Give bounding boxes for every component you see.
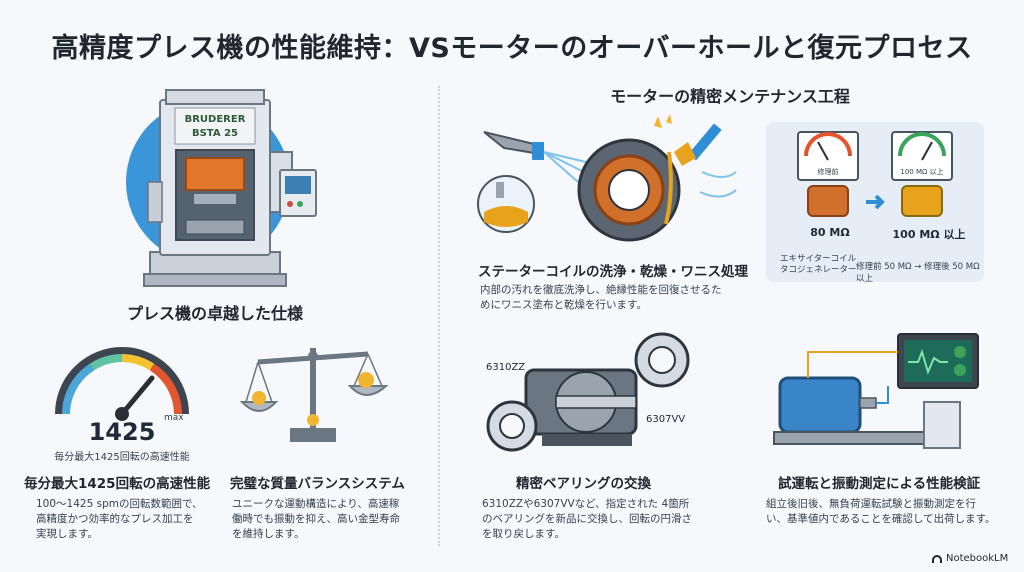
balance-scale-illustration: [239, 348, 388, 442]
speed-heading: 毎分最大1425回転の高速性能: [24, 476, 211, 492]
test-run-illustration: [773, 333, 979, 449]
stator-description: 内部の汚れを徹底洗浄し、絶縁性能を回復させるた めにワニス塗布と乾燥を行います。: [480, 284, 722, 311]
motor-icon: [778, 376, 862, 434]
insulation-note-right: 修理前 50 MΩ → 修理後 50 MΩ 以上: [856, 262, 980, 284]
balance-description: ユニークな運動構造により、高速稼 働時でも振動を抑え、高い金型寿命 を維持します…: [232, 498, 400, 540]
bearing-label-right: 6307VV: [646, 414, 685, 425]
left-gear-icon: [252, 391, 266, 405]
test-description: 組立後旧後、無負荷運転試験と振動測定を行 い、基準値内であることを確認して出荷し…: [766, 498, 996, 525]
insulation-meters: 修理前 100 MΩ 以上: [797, 131, 953, 217]
machine-model: BSTA 25: [192, 128, 238, 139]
test-cabinet-icon: [923, 401, 961, 449]
spray-gun-icon: [483, 131, 542, 156]
bearing-heading: 精密ベアリングの交換: [516, 476, 651, 492]
bearing-label-left: 6310ZZ: [486, 362, 525, 373]
footer-brand: NotebookLM: [932, 553, 1008, 564]
bearing-description: 6310ZZや6307VVなど、指定された 4箇所 のベアリングを新品に交換し、…: [482, 498, 692, 540]
gauge-max-label: max: [164, 413, 184, 423]
check-icon-bottom: [954, 364, 966, 376]
press-machine-illustration: BRUDERER BSTA 25: [126, 89, 317, 287]
arrow-right-icon: [866, 194, 885, 210]
balance-heading: 完璧な質量バランスシステム: [230, 476, 405, 492]
gauge-value: 1425: [88, 418, 156, 446]
test-heading: 試運転と振動測定による性能検証: [778, 476, 981, 492]
speed-description: 100～1425 spmの回転数範囲で、 高精度かつ効率的なプレス加工を 実現し…: [36, 498, 203, 540]
check-icon-top: [954, 346, 966, 358]
gauge-needle: [119, 375, 155, 417]
coil-after-icon: [901, 185, 943, 217]
machine-brand: BRUDERER: [185, 114, 246, 125]
right-gear-icon: [358, 372, 374, 388]
insulation-after-value: 100 MΩ 以上: [892, 228, 966, 241]
right-section-title: モーターの精密メンテナンス工程: [610, 87, 850, 106]
paint-brush-icon: [688, 123, 722, 161]
left-section-title: プレス機の卓越した仕様: [126, 304, 303, 323]
bearing-illustration: 6310ZZ 6307VV: [486, 332, 690, 452]
meter-after-label: 100 MΩ 以上: [900, 167, 943, 176]
speed-gauge: max: [55, 347, 189, 423]
stator-cleaning-illustration: [477, 114, 737, 242]
column-divider: [438, 86, 440, 546]
insulation-before-value: 80 MΩ: [810, 226, 850, 239]
meter-before-label: 修理前: [818, 167, 839, 176]
stator-heading: ステーターコイルの洗浄・乾燥・ワニス処理: [478, 264, 748, 280]
page-title: 高精度プレス機の性能維持：VSモーターのオーバーホールと復元プロセス: [51, 33, 973, 64]
insulation-note-left: エキサイターコイル タコジェネレーター: [780, 254, 857, 275]
coil-before-icon: [807, 185, 849, 217]
center-gear-icon: [307, 414, 319, 426]
gauge-caption: 毎分最大1425回転の高速性能: [54, 452, 190, 463]
notebooklm-logo-icon: [932, 554, 942, 563]
meter-after-icon: [891, 131, 953, 181]
